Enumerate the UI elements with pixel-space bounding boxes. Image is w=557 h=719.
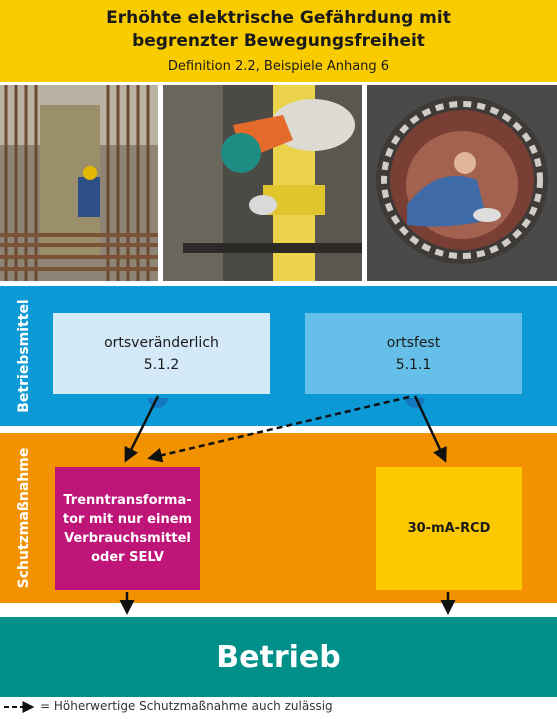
mobile-equipment-ref: 5.1.2	[143, 356, 180, 373]
mobile-equipment-label: ortsveränderlich	[104, 334, 219, 351]
operation-band	[0, 617, 557, 697]
fixed-equipment-label: ortsfest	[386, 334, 441, 351]
arrow-dashed-fixed-to-transformer	[147, 395, 410, 463]
mobile-equipment-box: ortsveränderlich 5.1.2	[53, 313, 270, 394]
transformer-box: Trenntransforma- tor mit nur einem Verbr…	[55, 467, 200, 590]
rcd-box: 30-mA-RCD	[376, 467, 522, 590]
header-banner: Erhöhte elektrische Gefährdung mit begre…	[0, 0, 557, 82]
photo-worker-pipe	[163, 85, 362, 281]
mobile-connector-dot	[148, 398, 168, 408]
photo-rebar-cage	[0, 85, 158, 281]
transformer-line-4: oder SELV	[91, 549, 164, 565]
subtitle: Definition 2.2, Beispiele Anhang 6	[167, 59, 390, 74]
title-line-2: begrenzter Bewegungsfreiheit	[132, 31, 425, 51]
fixed-equipment-ref: 5.1.1	[395, 356, 432, 373]
operation-label: Betrieb	[216, 639, 341, 675]
photo-worker-generator	[367, 85, 557, 281]
arrow-fixed-to-rcd	[413, 395, 447, 463]
fixed-equipment-box: ortsfest 5.1.1	[305, 313, 522, 394]
transformer-line-2: tor mit nur einem	[62, 511, 193, 527]
transformer-line-3: Verbrauchsmittel	[64, 530, 191, 546]
title-line-1: Erhöhte elektrische Gefährdung mit	[106, 8, 451, 28]
fixed-connector-dot	[405, 398, 425, 408]
transformer-line-1: Trenntransforma-	[63, 492, 192, 508]
legend-text: = Höherwertige Schutzmaßnahme auch zuläs…	[40, 699, 333, 713]
arrow-mobile-to-transformer	[124, 395, 160, 463]
rcd-label: 30-mA-RCD	[407, 521, 491, 536]
